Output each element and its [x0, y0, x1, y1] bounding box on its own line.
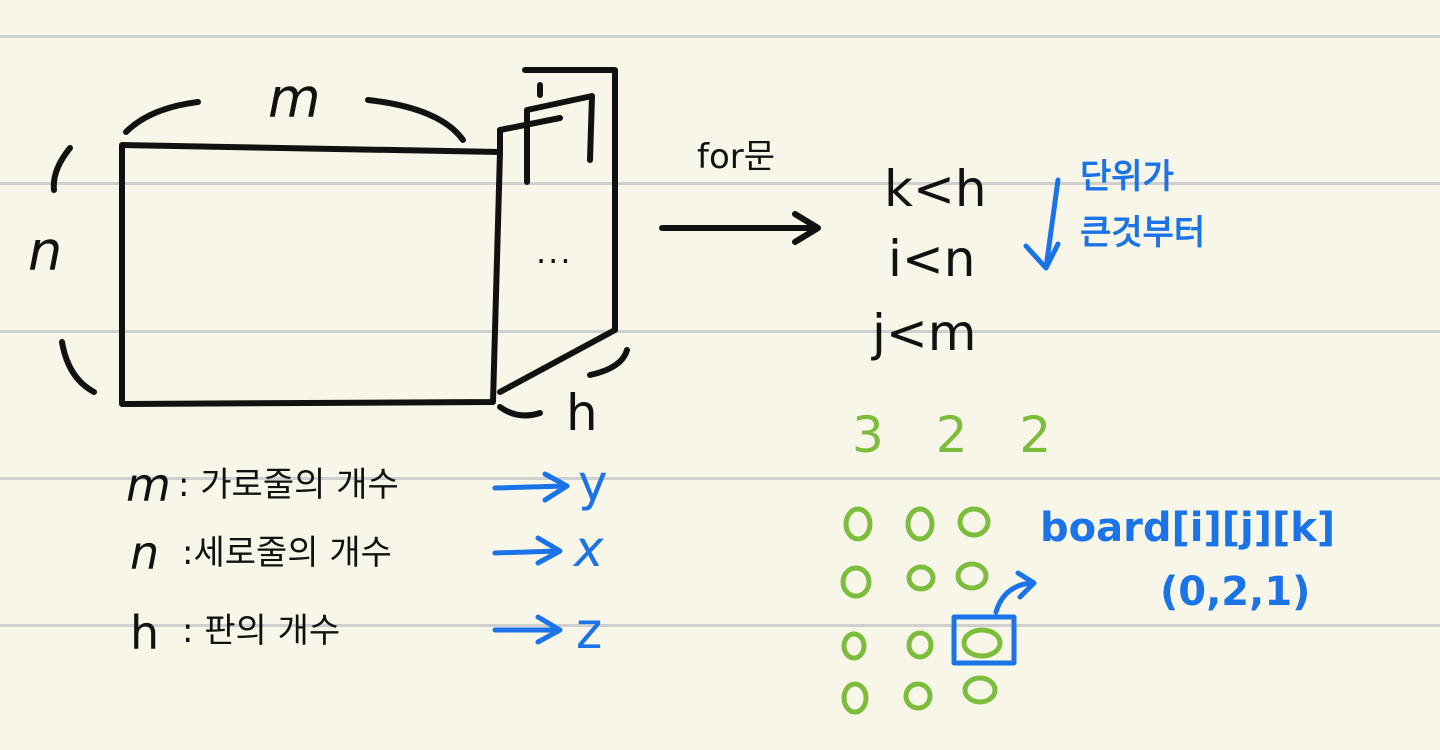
selected-cell-box	[951, 614, 1017, 666]
legend-n-axis: x	[574, 520, 604, 578]
legend-h-symbol: h	[130, 606, 160, 660]
legend-h-axis: z	[576, 602, 603, 660]
legend-n-symbol: n	[130, 526, 160, 580]
brace-n	[50, 145, 97, 395]
order-note-line-1: 단위가	[1080, 157, 1174, 197]
cube-label-m: m	[268, 67, 321, 130]
legend-m-symbol: m	[126, 458, 171, 512]
loop-k: k<h	[884, 160, 987, 218]
loop-j: j<m	[872, 304, 977, 362]
zero-grid	[840, 506, 1003, 715]
grid-cell	[843, 506, 873, 542]
cube-front-face	[119, 142, 503, 407]
legend-h-text: : 판의 개수	[182, 611, 341, 651]
ruled-line	[0, 477, 1440, 480]
legend-n-text: :세로줄의 개수	[182, 533, 392, 573]
arrow-label-for: for문	[697, 137, 776, 177]
arrow-for	[659, 211, 821, 245]
order-note-line-2: 큰것부터	[1080, 213, 1206, 253]
board-index: board[i][j][k]	[1040, 505, 1336, 551]
grid-cell	[962, 675, 998, 705]
loop-i: i<n	[888, 230, 976, 288]
dims-label: 3 2 2	[852, 406, 1070, 464]
brace-h	[497, 347, 630, 419]
grid-cell	[961, 627, 1003, 659]
grid-cell	[905, 506, 935, 542]
legend-arrow-n	[492, 535, 563, 566]
cube-label-h: h	[566, 384, 598, 442]
grid-cell	[841, 681, 869, 715]
legend-m-text: : 가로줄의 개수	[178, 465, 399, 505]
legend-m-axis: y	[578, 454, 608, 512]
grid-cell	[840, 565, 872, 599]
cube-side-layer-2	[524, 93, 595, 185]
grid-cell	[841, 631, 867, 661]
cube-dots: ...	[536, 233, 573, 271]
order-arrow-down	[1023, 177, 1061, 271]
cube-label-n: n	[28, 220, 63, 283]
ruled-line	[0, 182, 1440, 185]
grid-cell	[906, 630, 934, 660]
ruled-line	[0, 624, 1440, 627]
cube-side-layer-1	[497, 115, 563, 155]
grid-cell	[955, 561, 989, 591]
grid-cell	[903, 681, 933, 711]
selection-pointer-arrow	[993, 570, 1037, 615]
ruled-line	[0, 35, 1440, 38]
grid-cell	[957, 506, 991, 538]
cube-side-layer-outer	[497, 67, 618, 395]
board-coord: (0,2,1)	[1160, 569, 1311, 615]
legend-arrow-m	[492, 471, 570, 503]
ruled-line	[0, 330, 1440, 333]
brace-m	[123, 97, 466, 143]
legend-arrow-h	[492, 614, 563, 645]
grid-cell	[906, 564, 936, 592]
